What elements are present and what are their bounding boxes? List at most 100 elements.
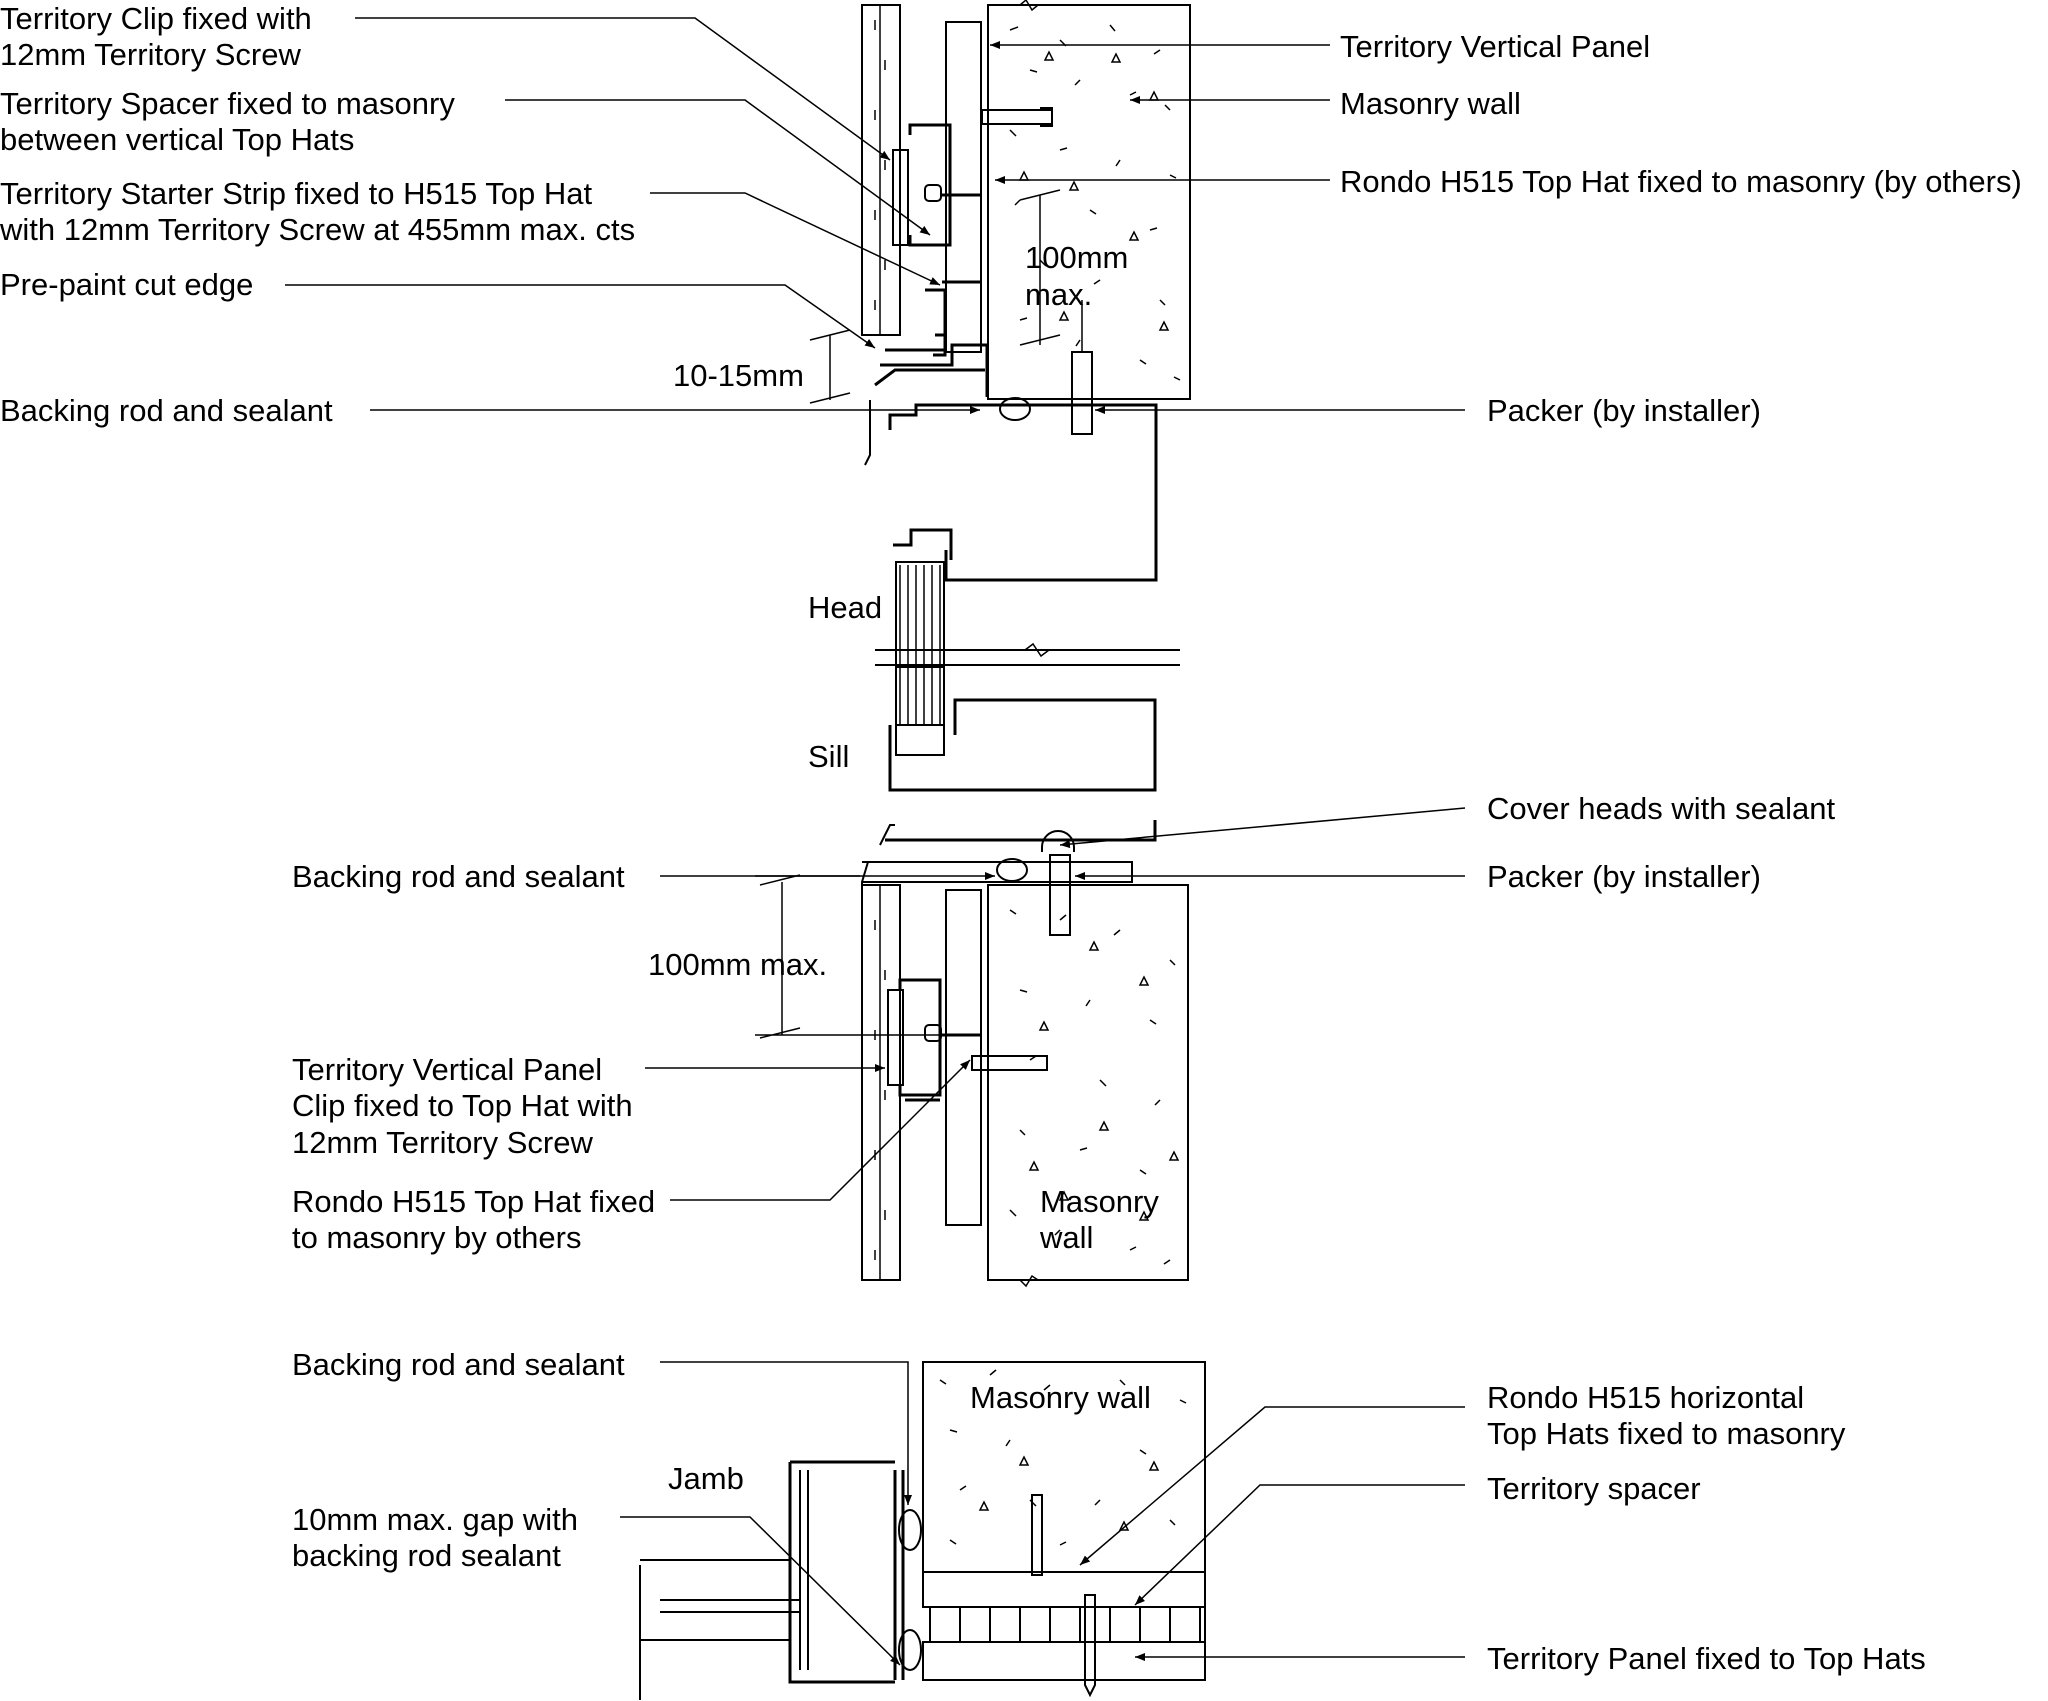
label-gap-10-1: 10mm max. gap with <box>292 1502 578 1537</box>
territory-clip-top <box>885 123 982 357</box>
label-backing-rod-head: Backing rod and sealant <box>0 393 333 428</box>
label-backing-rod-jamb: Backing rod and sealant <box>292 1347 625 1382</box>
label-cover-heads: Cover heads with sealant <box>1487 791 1835 826</box>
label-starter-strip-2: with 12mm Territory Screw at 455mm max. … <box>0 212 635 247</box>
label-dim-10-15: 10-15mm <box>673 358 804 393</box>
label-clip-fixed-1: Territory Clip fixed with <box>0 1 312 36</box>
svg-text:between vertical Top Hats: between vertical Top Hats <box>0 122 354 157</box>
jamb-section <box>639 1361 1206 1700</box>
svg-text:Rondo H515 Top Hat fixed to ma: Rondo H515 Top Hat fixed to masonry (by … <box>1340 164 2022 199</box>
backing-rod-top <box>999 397 1031 421</box>
label-rondo-horizontal-2: Top Hats fixed to masonry <box>1487 1416 1846 1451</box>
label-masonry-wall-top: Masonry wall <box>1340 86 1521 121</box>
svg-text:Territory Spacer fixed to maso: Territory Spacer fixed to masonry <box>0 86 455 121</box>
svg-text:to masonry by others: to masonry by others <box>292 1220 581 1255</box>
label-territory-spacer: Territory spacer <box>1487 1471 1701 1506</box>
label-masonry-wall-jamb: Masonry wall <box>970 1380 1151 1415</box>
label-spacer-fixed-1: Territory Spacer fixed to masonry <box>0 86 455 121</box>
label-rondo-horizontal-1: Rondo H515 horizontal <box>1487 1380 1804 1415</box>
label-dim-100-sill: 100mm max. <box>648 947 827 982</box>
label-sill: Sill <box>808 739 849 774</box>
masonry-wall-top <box>987 0 1191 400</box>
window-sill-frame <box>879 698 1157 846</box>
backing-rod-jamb-top <box>898 1509 922 1551</box>
svg-text:Backing rod and sealant: Backing rod and sealant <box>0 393 333 428</box>
label-dim-100-top-2: max. <box>1025 277 1092 312</box>
label-clip-fixed-2: 12mm Territory Screw <box>0 37 301 72</box>
svg-text:Sill: Sill <box>808 739 849 774</box>
label-vertical-panel: Territory Vertical Panel <box>1340 29 1650 64</box>
label-rondo-sill-1: Rondo H515 Top Hat fixed <box>292 1184 655 1219</box>
svg-text:Head: Head <box>808 590 882 625</box>
svg-text:Cover heads with sealant: Cover heads with sealant <box>1487 791 1835 826</box>
label-spacer-fixed-2: between vertical Top Hats <box>0 122 354 157</box>
label-head: Head <box>808 590 882 625</box>
svg-text:Masonry wall: Masonry wall <box>970 1380 1151 1415</box>
label-masonry-wall-sill-2: wall <box>1039 1220 1093 1255</box>
packer-sill <box>1049 854 1071 936</box>
svg-text:Territory spacer: Territory spacer <box>1487 1471 1701 1506</box>
svg-text:backing rod sealant: backing rod sealant <box>292 1538 561 1573</box>
backing-rod-jamb-bottom <box>898 1629 922 1671</box>
svg-text:10-15mm: 10-15mm <box>673 358 804 393</box>
svg-text:Backing rod and sealant: Backing rod and sealant <box>292 859 625 894</box>
svg-text:Territory Vertical Panel: Territory Vertical Panel <box>1340 29 1650 64</box>
svg-text:100mm: 100mm <box>1025 240 1128 275</box>
label-starter-strip-1: Territory Starter Strip fixed to H515 To… <box>0 176 593 211</box>
label-vp-clip-1: Territory Vertical Panel <box>292 1052 602 1087</box>
svg-text:10mm max. gap with: 10mm max. gap with <box>292 1502 578 1537</box>
svg-text:Packer (by installer): Packer (by installer) <box>1487 393 1761 428</box>
svg-text:Clip fixed to Top Hat with: Clip fixed to Top Hat with <box>292 1088 633 1123</box>
svg-text:12mm Territory Screw: 12mm Territory Screw <box>292 1125 593 1160</box>
svg-text:Pre-paint cut edge: Pre-paint cut edge <box>0 267 253 302</box>
label-packer-head: Packer (by installer) <box>1487 393 1761 428</box>
territory-vertical-panel-top <box>861 4 982 353</box>
label-gap-10-2: backing rod sealant <box>292 1538 561 1573</box>
top-hat-screw-top <box>981 109 1053 125</box>
svg-text:Masonry wall: Masonry wall <box>1340 86 1521 121</box>
svg-text:100mm max.: 100mm max. <box>648 947 827 982</box>
svg-text:max.: max. <box>1025 277 1092 312</box>
svg-text:Territory Panel fixed to Top H: Territory Panel fixed to Top Hats <box>1487 1641 1926 1676</box>
svg-text:Rondo H515 horizontal: Rondo H515 horizontal <box>1487 1380 1804 1415</box>
svg-text:Masonry: Masonry <box>1040 1184 1159 1219</box>
label-jamb: Jamb <box>668 1461 744 1496</box>
svg-text:Backing rod and sealant: Backing rod and sealant <box>292 1347 625 1382</box>
masonry-wall-sill <box>987 884 1189 1288</box>
cover-head <box>1041 830 1075 852</box>
jamb-screw <box>1084 1594 1096 1698</box>
territory-clip-sill <box>887 978 982 1102</box>
territory-starter-strip <box>864 343 989 466</box>
label-pre-paint: Pre-paint cut edge <box>0 267 253 302</box>
head-section <box>861 0 1191 726</box>
label-rondo-top-hat: Rondo H515 Top Hat fixed to masonry (by … <box>1340 164 2022 199</box>
label-rondo-sill-2: to masonry by others <box>292 1220 581 1255</box>
label-masonry-wall-sill-1: Masonry <box>1040 1184 1159 1219</box>
svg-text:wall: wall <box>1039 1220 1093 1255</box>
label-backing-rod-sill: Backing rod and sealant <box>292 859 625 894</box>
svg-text:Packer (by installer): Packer (by installer) <box>1487 859 1761 894</box>
label-vp-clip-3: 12mm Territory Screw <box>292 1125 593 1160</box>
label-dim-100-top-1: 100mm <box>1025 240 1128 275</box>
svg-text:Rondo H515 Top Hat fixed: Rondo H515 Top Hat fixed <box>292 1184 655 1219</box>
top-hat-screw-sill <box>971 1055 1048 1071</box>
label-vp-clip-2: Clip fixed to Top Hat with <box>292 1088 633 1123</box>
svg-text:with 12mm Territory Screw at 4: with 12mm Territory Screw at 455mm max. … <box>0 212 635 247</box>
svg-text:Territory Clip fixed with: Territory Clip fixed with <box>0 1 312 36</box>
screw-icon <box>1040 107 1053 127</box>
svg-text:Jamb: Jamb <box>668 1461 744 1496</box>
glazing-break <box>875 642 1180 726</box>
window-head-frame <box>888 403 1158 668</box>
window-jamb-frame <box>639 1460 905 1700</box>
annotation-labels: Territory Clip fixed with 12mm Territory… <box>0 1 2022 1676</box>
leader-lines <box>285 17 1466 1666</box>
territory-panel-jamb <box>922 1641 1206 1681</box>
horizontal-top-hats <box>922 1571 1206 1643</box>
packer-top <box>1071 351 1093 435</box>
svg-text:12mm Territory Screw: 12mm Territory Screw <box>0 37 301 72</box>
label-packer-sill: Packer (by installer) <box>1487 859 1761 894</box>
svg-text:Territory Vertical Panel: Territory Vertical Panel <box>292 1052 602 1087</box>
territory-vertical-panel-sill <box>861 884 982 1281</box>
svg-text:Top Hats fixed to masonry: Top Hats fixed to masonry <box>1487 1416 1846 1451</box>
